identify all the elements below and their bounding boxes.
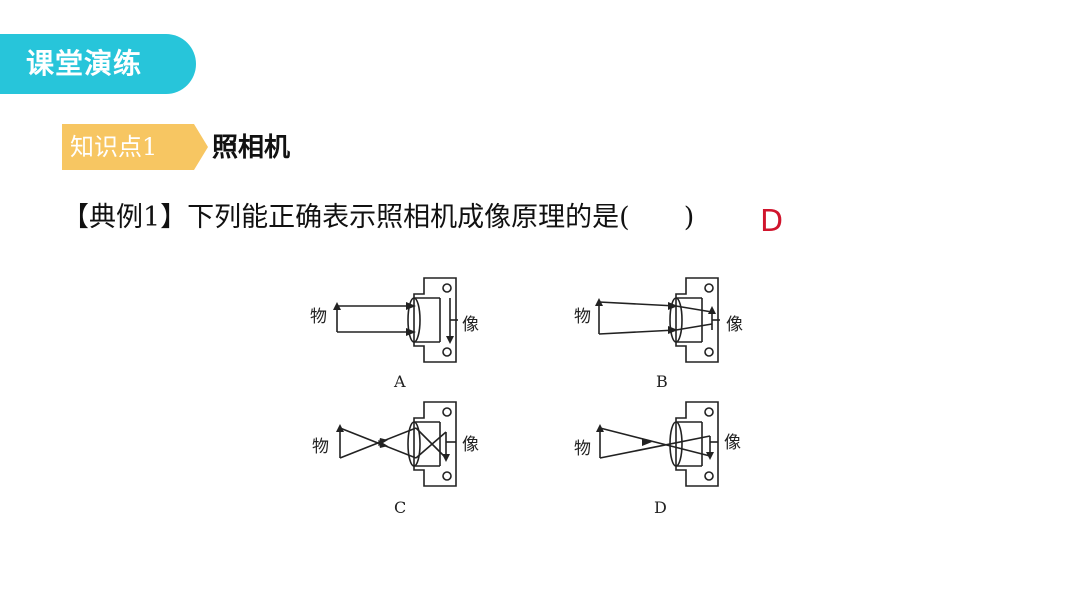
image-label: 像 [726,315,743,335]
camera-diagram-a [333,277,458,363]
image-label: 像 [724,433,741,453]
camera-diagram-d [596,401,719,487]
option-letter: B [656,372,668,391]
answer-mark: D [760,204,784,239]
object-label: 物 [574,439,591,459]
question-text: 【典例1】下列能正确表示照相机成像原理的是( ) [62,202,695,233]
image-label: 像 [462,435,479,455]
object-label: 物 [312,437,329,457]
camera-diagram-c [336,401,457,487]
option-b-diagram: 物 像 B [568,272,758,392]
option-letter: D [654,498,667,517]
image-label: 像 [462,315,479,335]
object-label: 物 [574,307,591,327]
section-title: 课堂演练 [0,34,196,94]
tag-arrow-shape [62,124,208,170]
option-letter: C [394,498,407,517]
knowledge-point-tag: 知识点1 [62,124,208,170]
object-label: 物 [310,307,327,327]
option-letter: A [394,372,406,391]
option-c-diagram: 物 像 C [306,396,496,517]
option-d-diagram: 物 像 D [568,396,758,517]
camera-diagram-b [595,277,720,363]
knowledge-point-label: 知识点1 [70,133,158,161]
option-a-diagram: 物 像 A [306,272,496,392]
knowledge-point-title: 照相机 [212,133,291,163]
